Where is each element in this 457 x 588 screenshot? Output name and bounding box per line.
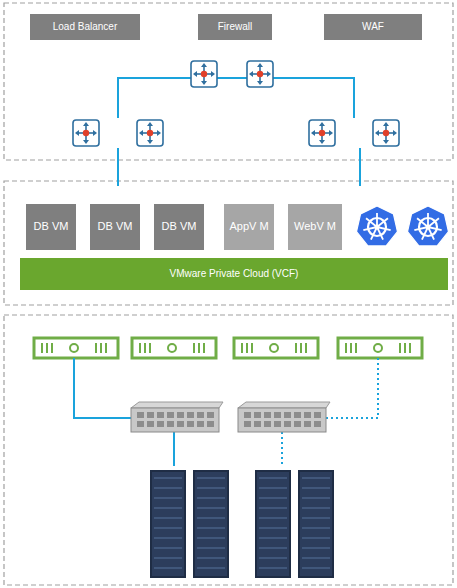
network-link (118, 78, 354, 118)
storage-icon (34, 338, 118, 358)
san-switch-icon (131, 402, 223, 432)
vm-box: DB VM (26, 204, 76, 250)
region-border (4, 181, 453, 305)
rack-server-icon (150, 470, 186, 578)
router-icon (373, 120, 399, 146)
service-box: WAF (324, 14, 422, 40)
network-link (117, 148, 119, 186)
box-label: DB VM (34, 220, 69, 233)
server-link (173, 432, 175, 466)
storage-icon (234, 338, 318, 358)
storage-link (325, 358, 378, 418)
kubernetes-icon (357, 206, 398, 246)
server-link (281, 432, 283, 466)
region-border (4, 3, 453, 160)
service-box: Firewall (198, 14, 272, 40)
storage-icon (132, 338, 216, 358)
vm-box: DB VM (90, 204, 140, 250)
router-icon (191, 61, 217, 87)
box-label: Firewall (218, 21, 252, 33)
box-label: DB VM (162, 220, 197, 233)
box-label: AppV M (229, 220, 268, 233)
network-link (359, 148, 361, 186)
router-icon (137, 120, 163, 146)
router-icon (73, 120, 99, 146)
service-box: Load Balancer (30, 14, 140, 40)
platform-band: VMware Private Cloud (VCF) (20, 258, 448, 290)
box-label: VMware Private Cloud (VCF) (170, 268, 299, 280)
rack-server-icon (298, 470, 334, 578)
vm-box: WebV M (288, 204, 342, 250)
rack-server-icon (255, 470, 291, 578)
box-label: Load Balancer (53, 21, 118, 33)
rack-server-icon (193, 470, 229, 578)
box-label: WebV M (294, 220, 336, 233)
vm-box: DB VM (154, 204, 204, 250)
box-label: DB VM (98, 220, 133, 233)
san-switch-icon (238, 402, 330, 432)
kubernetes-icon (408, 206, 449, 246)
router-icon (309, 120, 335, 146)
box-label: WAF (362, 21, 384, 33)
router-icon (247, 61, 273, 87)
storage-icon (338, 338, 422, 358)
region-border (4, 315, 453, 585)
storage-link (74, 358, 132, 418)
vm-box: AppV M (224, 204, 274, 250)
